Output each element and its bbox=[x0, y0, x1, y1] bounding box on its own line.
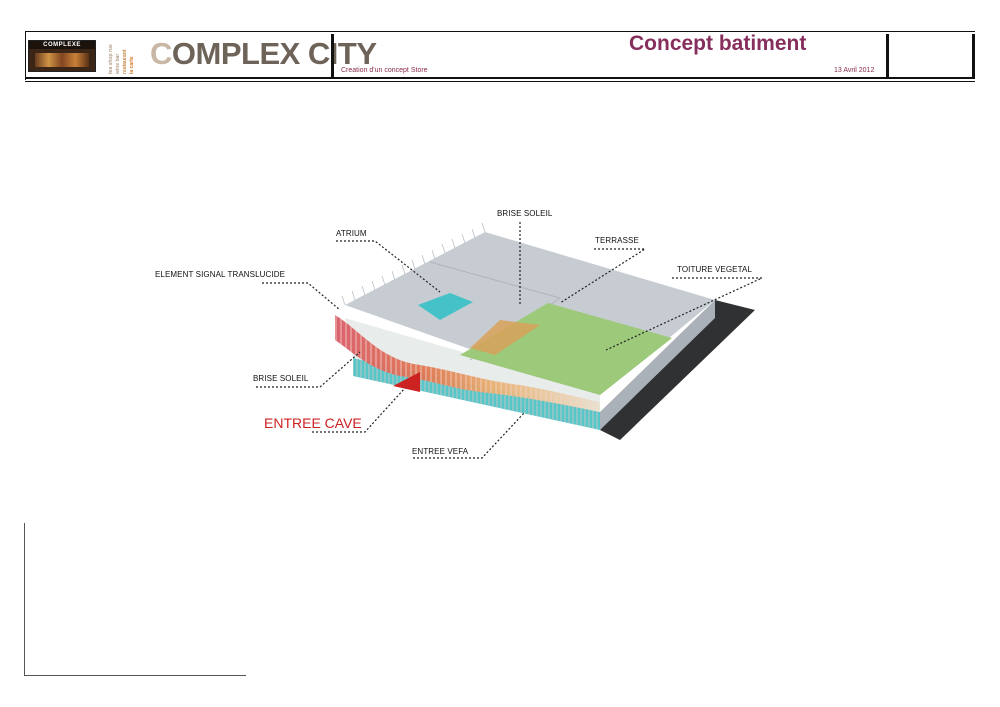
label-atrium: ATRIUM bbox=[336, 229, 367, 238]
label-terrasse: TERRASSE bbox=[595, 236, 639, 245]
brise-soleil-fins bbox=[335, 315, 600, 412]
leader-lines bbox=[256, 222, 763, 459]
brand-initial: C bbox=[150, 36, 172, 71]
header-divider bbox=[886, 34, 889, 78]
subtitle: Creation d'un concept Store bbox=[341, 67, 428, 74]
brand-wordmark: COMPLEX CITY bbox=[150, 36, 377, 72]
brand-rest: OMPLEX CITY bbox=[171, 36, 377, 71]
label-entree-cave: ENTREE CAVE bbox=[264, 415, 362, 431]
label-brise-soleil-left: BRISE SOLEIL bbox=[253, 374, 309, 383]
header-bottom-rule-thin bbox=[25, 81, 975, 82]
building-side-face bbox=[600, 300, 715, 430]
label-entree-vefa: ENTREE VEFA bbox=[412, 447, 469, 456]
edge-fins bbox=[341, 222, 486, 306]
header-divider bbox=[331, 34, 334, 78]
date: 13 Avril 2012 bbox=[834, 67, 875, 74]
atrium-opening bbox=[418, 293, 473, 320]
logo-text: COMPLEXE bbox=[43, 42, 81, 48]
frame-bottom-edge bbox=[24, 675, 246, 676]
complexe-logo: COMPLEXE bbox=[28, 40, 96, 72]
entree-cave-arrow bbox=[393, 372, 420, 392]
label-element-signal: ELEMENT SIGNAL TRANSLUCIDE bbox=[155, 270, 286, 279]
header-top-rule bbox=[25, 31, 975, 32]
terrace bbox=[470, 320, 540, 355]
label-brise-soleil-top: BRISE SOLEIL bbox=[497, 209, 553, 218]
header-bottom-rule bbox=[25, 77, 975, 79]
page-title: Concept batiment bbox=[629, 32, 807, 55]
header-divider bbox=[972, 34, 975, 78]
header-left-border bbox=[25, 31, 26, 80]
building-shadow bbox=[600, 300, 755, 440]
frame-left-edge bbox=[24, 523, 25, 676]
roof-seam bbox=[429, 261, 561, 299]
label-toiture-vegetal: TOITURE VEGETAL bbox=[677, 265, 752, 274]
